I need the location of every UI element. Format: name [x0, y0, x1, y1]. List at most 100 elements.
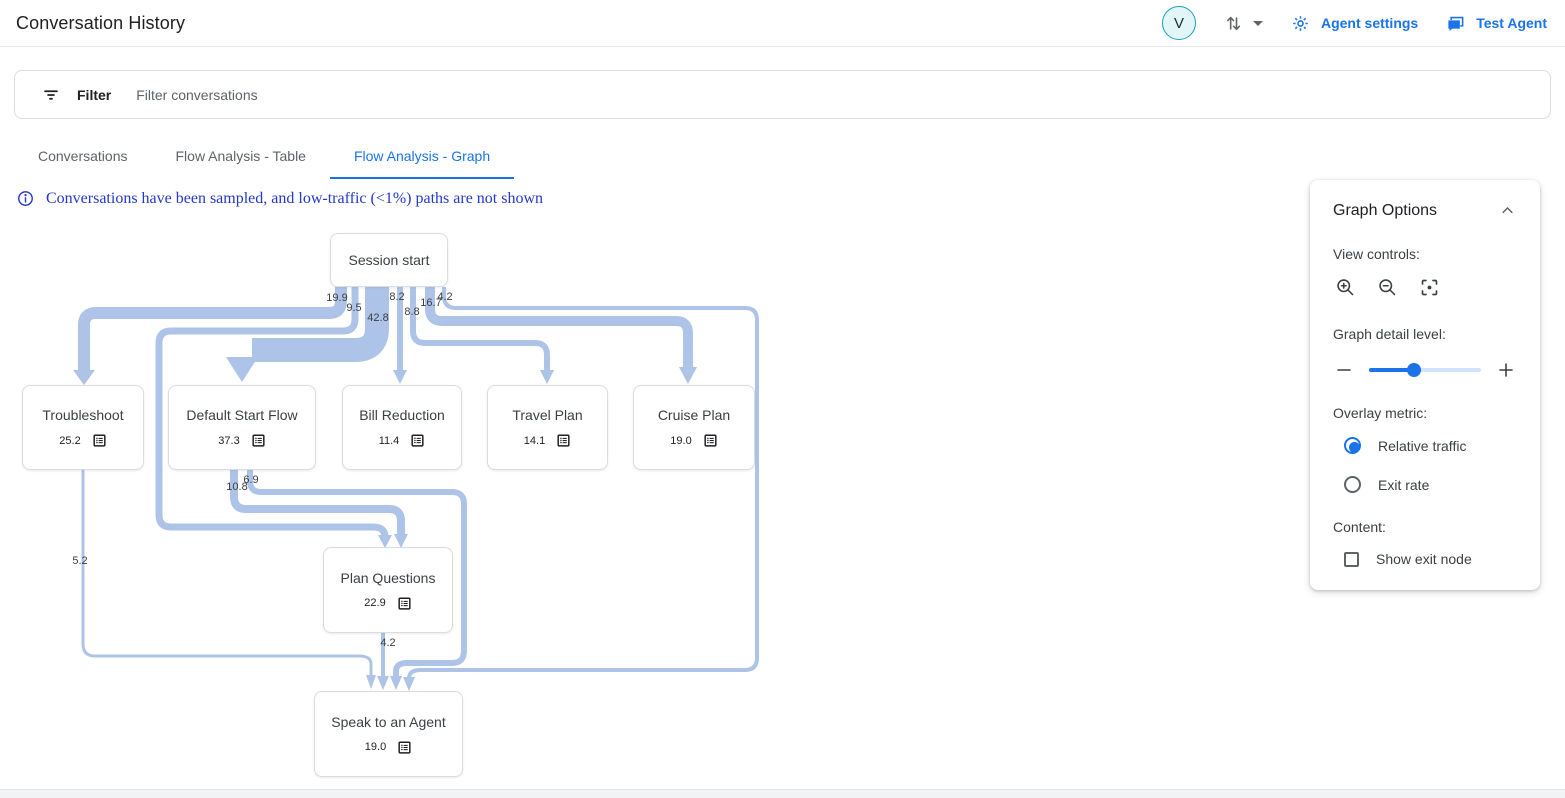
flow-edge-default-start-flow-to-speak-to-an-agent[interactable] — [247, 470, 467, 677]
tab-flow-analysis-graph[interactable]: Flow Analysis - Graph — [329, 133, 515, 179]
flow-node-meta: 37.3 — [218, 433, 265, 448]
radio-button-icon — [1344, 437, 1361, 454]
node-details-list-icon[interactable] — [92, 433, 107, 448]
flow-edge-label: 42.8 — [367, 312, 388, 324]
flow-edge-label: 4.2 — [437, 291, 452, 303]
flow-edge-session-start-to-speak-to-an-agent[interactable] — [407, 287, 759, 679]
radio-exit-rate-label: Exit rate — [1378, 476, 1430, 493]
flow-edge-session-start-to-cruise-plan[interactable] — [425, 287, 693, 368]
zoom-in-button[interactable] — [1333, 275, 1358, 300]
flow-edge-session-start-to-travel-plan[interactable] — [410, 287, 550, 371]
flow-node-title: Speak to an Agent — [331, 713, 446, 730]
zoom-out-button[interactable] — [1375, 275, 1400, 300]
radio-button-icon — [1344, 476, 1361, 493]
flow-node-default-start-flow[interactable]: Default Start Flow 37.3 — [168, 385, 316, 470]
flow-edge-arrowhead — [366, 675, 376, 689]
node-details-list-icon[interactable] — [397, 740, 412, 755]
flow-edge-label: 4.2 — [380, 637, 395, 649]
app-header: Conversation History V Agent settings — [0, 0, 1565, 47]
content-label: Content: — [1333, 519, 1386, 535]
node-details-list-icon[interactable] — [397, 596, 412, 611]
flow-edge-arrowhead — [394, 534, 408, 548]
flow-edge-arrowhead — [540, 370, 554, 384]
horizontal-scrollbar[interactable] — [0, 789, 1565, 798]
flow-node-meta: 25.2 — [59, 433, 106, 448]
gear-icon — [1289, 12, 1312, 35]
flow-node-title: Cruise Plan — [657, 407, 731, 423]
flow-edge-default-start-flow-to-plan-questions[interactable] — [230, 470, 405, 535]
detail-slider-thumb[interactable] — [1406, 363, 1421, 377]
flow-edge-label: 6.9 — [243, 474, 258, 486]
flow-edge-session-start-to-troubleshoot[interactable] — [78, 287, 347, 372]
filter-bar: Filter — [14, 70, 1551, 119]
flow-node-title: Travel Plan — [512, 407, 583, 423]
filter-icon — [40, 84, 62, 106]
detail-slider[interactable] — [1369, 363, 1481, 377]
flow-node-meta: 14.1 — [524, 433, 571, 448]
flow-node-title: Troubleshoot — [42, 407, 124, 423]
sampling-notice: Conversations have been sampled, and low… — [15, 188, 543, 209]
show-exit-node-option[interactable]: Show exit node — [1333, 551, 1517, 567]
detail-decrease-button[interactable] — [1333, 359, 1355, 381]
node-details-list-icon[interactable] — [410, 433, 425, 448]
view-controls-label: View controls: — [1333, 246, 1420, 262]
flow-edge-label: 8.2 — [389, 291, 404, 303]
test-agent-label: Test Agent — [1476, 15, 1547, 31]
flow-edge-layer: 19.99.542.88.28.816.74.210.86.95.24.2 — [72, 287, 759, 691]
flow-node-value: 19.0 — [670, 434, 692, 447]
tab-conversations[interactable]: Conversations — [38, 148, 128, 164]
flow-node-meta: 19.0 — [670, 433, 717, 448]
flow-node-troubleshoot[interactable]: Troubleshoot 25.2 — [22, 385, 144, 470]
flow-node-meta: 19.0 — [365, 740, 412, 755]
flow-edge-arrowhead — [390, 676, 402, 690]
flow-node-speak-to-an-agent[interactable]: Speak to an Agent 19.0 — [314, 691, 463, 777]
flow-node-title: Default Start Flow — [186, 407, 298, 423]
flow-edge-label: 9.5 — [346, 302, 361, 314]
radio-relative-traffic[interactable]: Relative traffic — [1333, 437, 1517, 454]
agent-settings-label: Agent settings — [1320, 15, 1419, 31]
flow-edge-arrowhead — [378, 535, 392, 548]
flow-node-title: Session start — [348, 252, 430, 268]
collapse-panel-button[interactable] — [1498, 201, 1517, 220]
flow-node-value: 22.9 — [364, 597, 386, 609]
agent-settings-button[interactable]: Agent settings — [1289, 12, 1418, 35]
flow-edge-session-start-to-default-start-flow[interactable] — [252, 287, 389, 362]
graph-options-panel: Graph Options View controls: Graph detai… — [1310, 180, 1540, 590]
flow-node-value: 19.0 — [364, 741, 387, 753]
flow-node-cruise-plan[interactable]: Cruise Plan 19.0 — [633, 385, 755, 470]
radio-exit-rate[interactable]: Exit rate — [1333, 476, 1517, 493]
page-title: Conversation History — [16, 12, 186, 33]
flow-edge-arrowhead — [73, 370, 95, 385]
flow-node-value: 37.3 — [218, 434, 240, 447]
tab-flow-analysis-table[interactable]: Flow Analysis - Table — [175, 148, 306, 164]
flow-node-meta: 22.9 — [364, 596, 411, 611]
node-details-list-icon[interactable] — [556, 433, 571, 448]
sort-control[interactable] — [1222, 11, 1263, 35]
node-details-list-icon[interactable] — [703, 433, 718, 448]
radio-relative-traffic-label: Relative traffic — [1378, 437, 1467, 454]
flow-node-title: Plan Questions — [340, 569, 436, 586]
flow-node-session-start[interactable]: Session start — [330, 233, 448, 287]
test-agent-button[interactable]: Test Agent — [1444, 12, 1547, 35]
filter-conversations-input[interactable] — [134, 85, 1525, 104]
detail-increase-button[interactable] — [1495, 359, 1517, 381]
flow-edge-arrowhead — [226, 357, 258, 382]
flow-edge-session-start-to-plan-questions[interactable] — [155, 287, 389, 538]
avatar[interactable]: V — [1161, 6, 1196, 40]
checkbox-icon — [1344, 551, 1359, 567]
chat-icon — [1444, 12, 1467, 35]
flow-node-title: Bill Reduction — [359, 407, 445, 423]
flow-edge-troubleshoot-to-speak-to-an-agent[interactable] — [81, 470, 373, 676]
flow-node-travel-plan[interactable]: Travel Plan 14.1 — [487, 385, 608, 470]
flow-edge-arrowhead — [393, 370, 407, 384]
flow-node-plan-questions[interactable]: Plan Questions 22.9 — [323, 547, 453, 633]
flow-edge-arrowhead — [679, 367, 697, 384]
graph-options-title: Graph Options — [1333, 201, 1438, 219]
center-graph-button[interactable] — [1417, 275, 1442, 300]
avatar-initial: V — [1173, 14, 1184, 32]
graph-detail-label: Graph detail level: — [1333, 326, 1446, 342]
detail-slider-fill — [1369, 368, 1414, 372]
node-details-list-icon[interactable] — [251, 433, 266, 448]
